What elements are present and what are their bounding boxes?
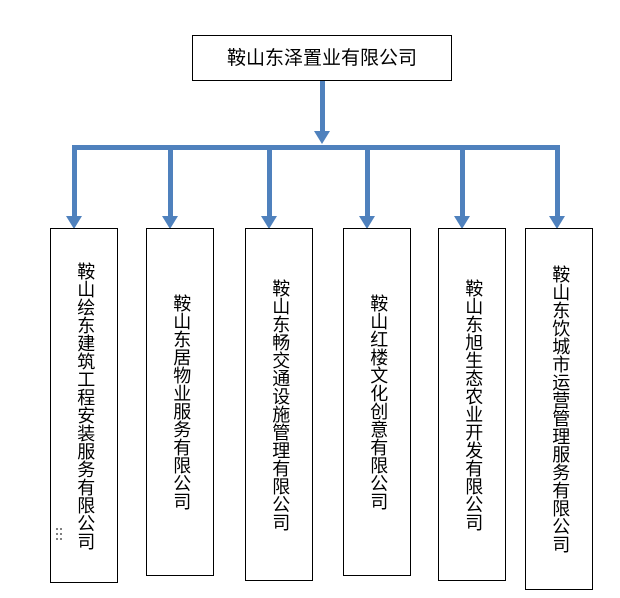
connector-branch-stem-5 (460, 148, 465, 218)
org-node-child-5-label: 鞍山东旭生态农业开发有限公司 (462, 278, 484, 531)
org-node-child-1-label: 鞍山绘东建筑工程安装服务有限公司 (74, 261, 96, 550)
arrow-head-branch-1-icon (66, 216, 82, 229)
org-node-child-6-label: 鞍山东饮城市运营管理服务有限公司 (549, 265, 571, 553)
arrow-head-branch-4-icon (359, 216, 375, 229)
connector-branch-stem-6 (555, 148, 560, 218)
org-node-root-label: 鞍山东泽置业有限公司 (226, 46, 417, 69)
org-node-child-4-label: 鞍山红楼文化创意有限公司 (367, 294, 389, 510)
connector-branch-stem-3 (267, 148, 272, 218)
connector-branch-stem-2 (168, 148, 173, 218)
org-node-child-3[interactable]: 鞍山东畅交通设施管理有限公司 (245, 228, 313, 581)
arrow-head-branch-5-icon (454, 216, 470, 229)
org-node-child-2-label: 鞍山东居物业服务有限公司 (170, 294, 192, 510)
arrow-head-root-icon (314, 131, 330, 144)
org-node-child-2[interactable]: 鞍山东居物业服务有限公司 (146, 228, 214, 576)
arrow-head-branch-3-icon (261, 216, 277, 229)
org-node-child-5[interactable]: 鞍山东旭生态农业开发有限公司 (438, 228, 506, 581)
connector-horizontal-bus (72, 145, 560, 150)
org-node-child-6[interactable]: 鞍山东饮城市运营管理服务有限公司 (525, 228, 593, 590)
org-node-root[interactable]: 鞍山东泽置业有限公司 (192, 35, 452, 81)
org-node-child-4[interactable]: 鞍山红楼文化创意有限公司 (343, 228, 411, 576)
org-node-child-3-label: 鞍山东畅交通设施管理有限公司 (269, 278, 291, 531)
org-node-child-1[interactable]: 鞍山绘东建筑工程安装服务有限公司 (50, 228, 118, 583)
connector-branch-stem-4 (365, 148, 370, 218)
arrow-head-branch-2-icon (162, 216, 178, 229)
connector-branch-stem-1 (72, 148, 77, 218)
connector-root-stem (320, 81, 325, 133)
selection-handle-dots-icon (56, 528, 63, 544)
arrow-head-branch-6-icon (549, 216, 565, 229)
